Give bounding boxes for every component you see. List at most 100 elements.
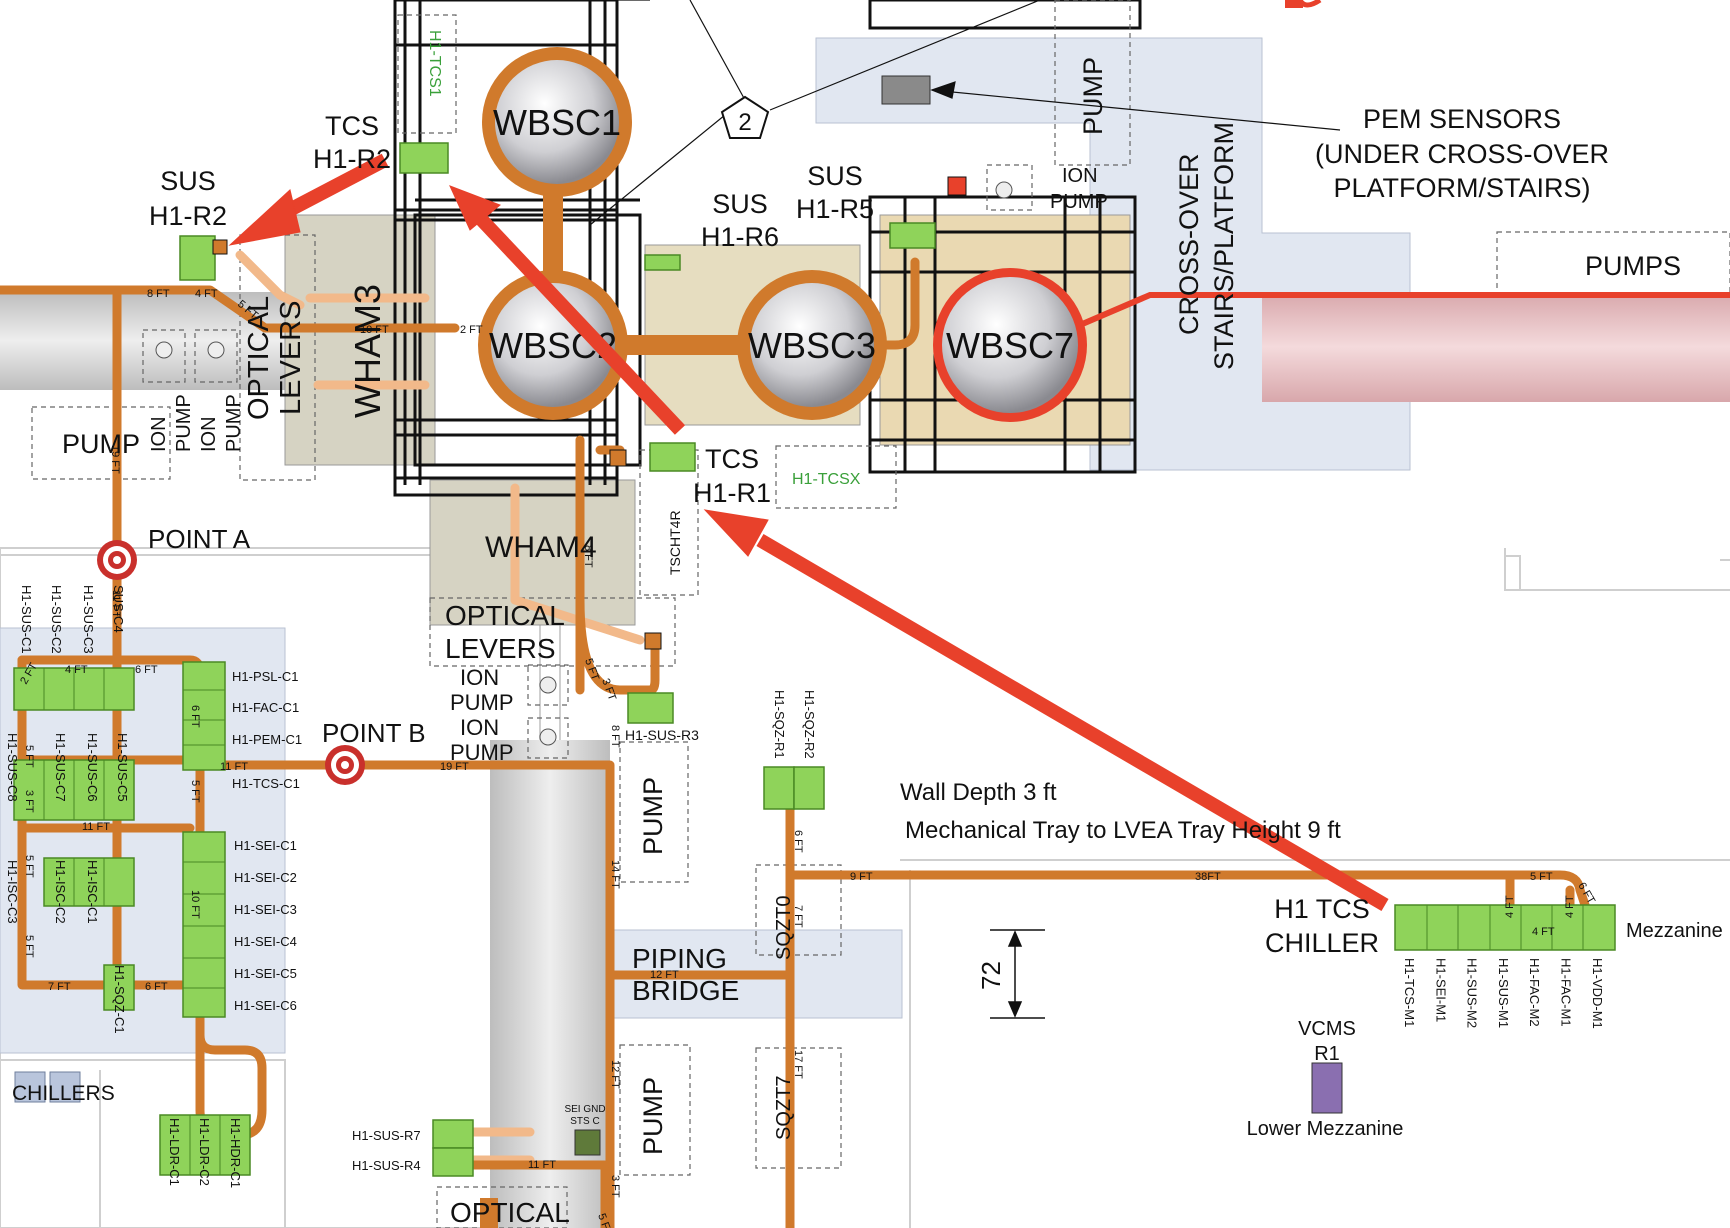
mezz-rack-label: H1-TCS-M1 (1402, 958, 1417, 1027)
piping-bridge-line1: PIPING (632, 943, 727, 974)
sus-r6-line1: SUS (712, 189, 768, 219)
chamber-wbsc7: WBSC7 (933, 268, 1087, 422)
cross-over-line2: STAIRS/PLATFORM (1209, 122, 1239, 370)
sqzt7-label: SQZT7 (773, 1076, 795, 1140)
chamber-wbsc2: WBSC2 (478, 270, 628, 420)
tray-length-label: 11 FT (528, 1159, 556, 1171)
h1-sus-r3-label: H1-SUS-R3 (625, 727, 699, 743)
sei-rack-label: H1-SEI-C6 (234, 998, 297, 1013)
chamber-label: WBSC7 (946, 325, 1074, 366)
cer-rack-labels-sei: H1-SEI-C1H1-SEI-C2H1-SEI-C3H1-SEI-C4H1-S… (234, 838, 297, 1013)
tray-length-label: 7 FT (48, 981, 71, 993)
sus-rack-label: H1-SUS-C1 (19, 585, 34, 654)
sus-r5-line1: SUS (807, 161, 863, 191)
tray-length-label: 6 FT (135, 664, 158, 676)
tray-length-label: 4 FT (1564, 895, 1576, 918)
tray-length-label: 5 FT (23, 935, 35, 958)
mezz-rack-label: H1-VDD-M1 (1590, 958, 1605, 1029)
tcs-r1-line2: H1-R1 (693, 478, 771, 508)
tcs-r1-line1: TCS (705, 444, 759, 474)
wham3-label: WHAM3 (347, 284, 388, 418)
optical-levers-vert-2: LEVERS (275, 301, 307, 415)
sus-r6-line2: H1-R6 (701, 222, 779, 252)
mezzanine-rack-row (1394, 904, 1616, 951)
connector-wbsc2-3 (625, 335, 743, 355)
cer-rack-label: H1-PEM-C1 (232, 732, 302, 747)
tray-length-label: 11 FT (82, 821, 110, 833)
optical-levers-mid-2: LEVERS (445, 633, 556, 664)
tray-length-label: 38FT (1195, 871, 1221, 883)
tray-length-label: 4 FT (1504, 895, 1516, 918)
tray-length-label: 17 FT (792, 1050, 804, 1079)
sus-rack-label: H1-SUS-C7 (53, 733, 68, 802)
ion-pump-top-2: PUMP (1050, 191, 1108, 213)
ion-pump-top-1: ION (1062, 165, 1098, 187)
tray-height-note: Mechanical Tray to LVEA Tray Height 9 ft (905, 817, 1341, 844)
wham4-base (429, 479, 636, 626)
tray-length-label: 5 FT (1530, 871, 1553, 883)
rack-blocks (179, 0, 1343, 1228)
sei-gnd-line1: SEI GND (564, 1104, 605, 1115)
vacuum-line-red (1078, 292, 1730, 328)
tray-length-label: 8 FT (582, 545, 594, 568)
cer-rack-label: H1-HDR-C1 (228, 1118, 243, 1188)
tray-length-label: 5 FT (23, 855, 35, 878)
pumps-label: PUMPS (1585, 251, 1681, 281)
cer-rack-labels-isc-low: H1-ISC-C3 (5, 860, 20, 924)
tray-length-label: 3 FT (599, 677, 618, 703)
h1-sus-r7-label: H1-SUS-R7 (352, 1128, 421, 1143)
tcs-r2-line1: TCS (325, 111, 379, 141)
mezz-rack-label: H1-FAC-M2 (1527, 958, 1542, 1027)
mezzanine-label: Mezzanine (1626, 920, 1723, 942)
sus-rack-label: H1-SUS-C3 (81, 585, 96, 654)
cer-rack-label: H1-LDR-C1 (167, 1118, 182, 1186)
h1-sus-r4-label: H1-SUS-R4 (352, 1158, 421, 1173)
sei-rack-label: H1-SEI-C2 (234, 870, 297, 885)
tcs-chiller-line1: H1 TCS (1274, 894, 1370, 924)
isc-rack-label: H1-ISC-C3 (5, 860, 20, 924)
mezz-rack-label: H1-SUS-M2 (1465, 958, 1480, 1028)
mezz-rack-label: H1-SUS-M1 (1496, 958, 1511, 1028)
sei-rack-label: H1-SEI-C5 (234, 966, 297, 981)
sei-gnd-line2: STS C (570, 1116, 599, 1127)
chamber-wbsc1: WBSC1 (482, 47, 632, 197)
tray-length-label: 19 FT (440, 761, 469, 773)
tray-length-label: 10 FT (189, 890, 201, 919)
piping-bridge-line2: BRIDGE (632, 975, 739, 1006)
pem-line3: PLATFORM/STAIRS) (1333, 173, 1590, 203)
h1-sqz-r1-label: H1-SQZ-R1 (772, 690, 787, 759)
sus-rack-label: H1-SUS-C6 (85, 733, 100, 802)
chillers-label: CHILLERS (12, 1082, 115, 1105)
tray-length-label: 12 FT (609, 1060, 621, 1089)
tray-length-label: 3 FT (23, 790, 35, 813)
tray-length-label: 7 FT (792, 905, 804, 928)
ion-pump-mid-1a: ION (460, 665, 499, 690)
cer-rack-label: H1-PSL-C1 (232, 669, 298, 684)
point-b-label: POINT B (322, 718, 426, 748)
sei-rack-label: H1-SEI-C3 (234, 902, 297, 917)
tray-length-label: 5 FT (582, 657, 601, 683)
lower-mezzanine-label: Lower Mezzanine (1247, 1118, 1404, 1140)
tray-length-label: 6 FT (792, 830, 804, 853)
tray-length-label: 8 FT (609, 725, 621, 748)
dimension-72-label: 72 (976, 961, 1006, 990)
tray-length-label: 4 FT (65, 664, 88, 676)
vcms-line2: R1 (1314, 1043, 1340, 1065)
ion-pump-mid-2a: ION (460, 715, 499, 740)
wham3-base (284, 214, 436, 466)
sus-rack-label: H1-SUS-C5 (115, 733, 130, 802)
tray-length-label: 14 FT (609, 860, 621, 889)
tscht4r-label: TSCHT4R (667, 510, 683, 575)
sus-rack-label: SUS-C4 (111, 585, 126, 633)
sei-rack-label: H1-SEI-C4 (234, 934, 297, 949)
optical-bottom: OPTICAL (450, 1197, 570, 1228)
cross-over-line1: CROSS-OVER (1174, 153, 1204, 335)
tray-length-label: 19 FT (109, 445, 121, 474)
connector-wbsc1-2 (543, 195, 563, 275)
tray-length-label: 5 FT (189, 780, 201, 803)
pem-line1: PEM SENSORS (1363, 104, 1561, 134)
